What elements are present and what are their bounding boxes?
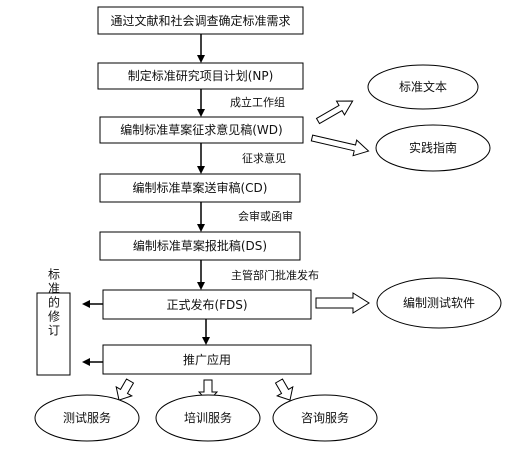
step-3-box: 编制标准草案征求意见稿(WD) xyxy=(99,116,304,144)
edge-label-approve-publish: 主管部门批准发布 xyxy=(231,268,319,282)
output-test-software: 编制测试软件 xyxy=(376,277,502,329)
output-std-text: 标准文本 xyxy=(367,64,479,110)
step-7-box: 推广应用 xyxy=(102,344,312,375)
output-test-software-label: 编制测试软件 xyxy=(403,295,475,310)
hollow-arrow-to-practice-guide xyxy=(310,134,370,157)
step-1-box: 通过文献和社会调查确定标准需求 xyxy=(97,6,304,35)
hollow-arrow-to-std-text xyxy=(315,100,354,125)
output-consult-service-label: 咨询服务 xyxy=(301,410,349,425)
step-4-box: 编制标准草案送审稿(CD) xyxy=(99,173,301,203)
step-2-box: 制定标准研究项目计划(NP) xyxy=(97,62,304,90)
output-practice-guide: 实践指南 xyxy=(375,124,491,172)
hollow-arrow-to-test-service xyxy=(115,378,135,401)
edge-label-working-group: 成立工作组 xyxy=(230,95,285,109)
step-6-box: 正式发布(FDS) xyxy=(102,289,312,320)
edge-label-review: 会审或函审 xyxy=(238,209,293,223)
output-consult-service: 咨询服务 xyxy=(272,394,378,442)
output-test-service-label: 测试服务 xyxy=(63,410,111,425)
step-6-label: 正式发布(FDS) xyxy=(166,297,247,312)
hollow-arrow-to-test-software xyxy=(315,292,370,314)
step-7-label: 推广应用 xyxy=(183,352,231,367)
step-1-label: 通过文献和社会调查确定标准需求 xyxy=(110,13,290,28)
step-3-label: 编制标准草案征求意见稿(WD) xyxy=(120,122,282,137)
revision-label: 标准的修订 xyxy=(47,268,61,338)
edge-label-solicit-opinion: 征求意见 xyxy=(242,151,286,165)
output-practice-guide-label: 实践指南 xyxy=(409,140,457,155)
output-training-service-label: 培训服务 xyxy=(184,410,232,425)
step-4-label: 编制标准草案送审稿(CD) xyxy=(133,180,268,195)
step-5-box: 编制标准草案报批稿(DS) xyxy=(99,231,301,261)
step-5-label: 编制标准草案报批稿(DS) xyxy=(133,238,267,253)
hollow-arrow-to-consult-service xyxy=(274,378,294,401)
output-training-service: 培训服务 xyxy=(155,394,261,442)
revision-box: 标准的修订 xyxy=(36,268,71,376)
step-2-label: 制定标准研究项目计划(NP) xyxy=(128,68,274,83)
output-test-service: 测试服务 xyxy=(34,394,140,442)
output-std-text-label: 标准文本 xyxy=(399,79,447,94)
